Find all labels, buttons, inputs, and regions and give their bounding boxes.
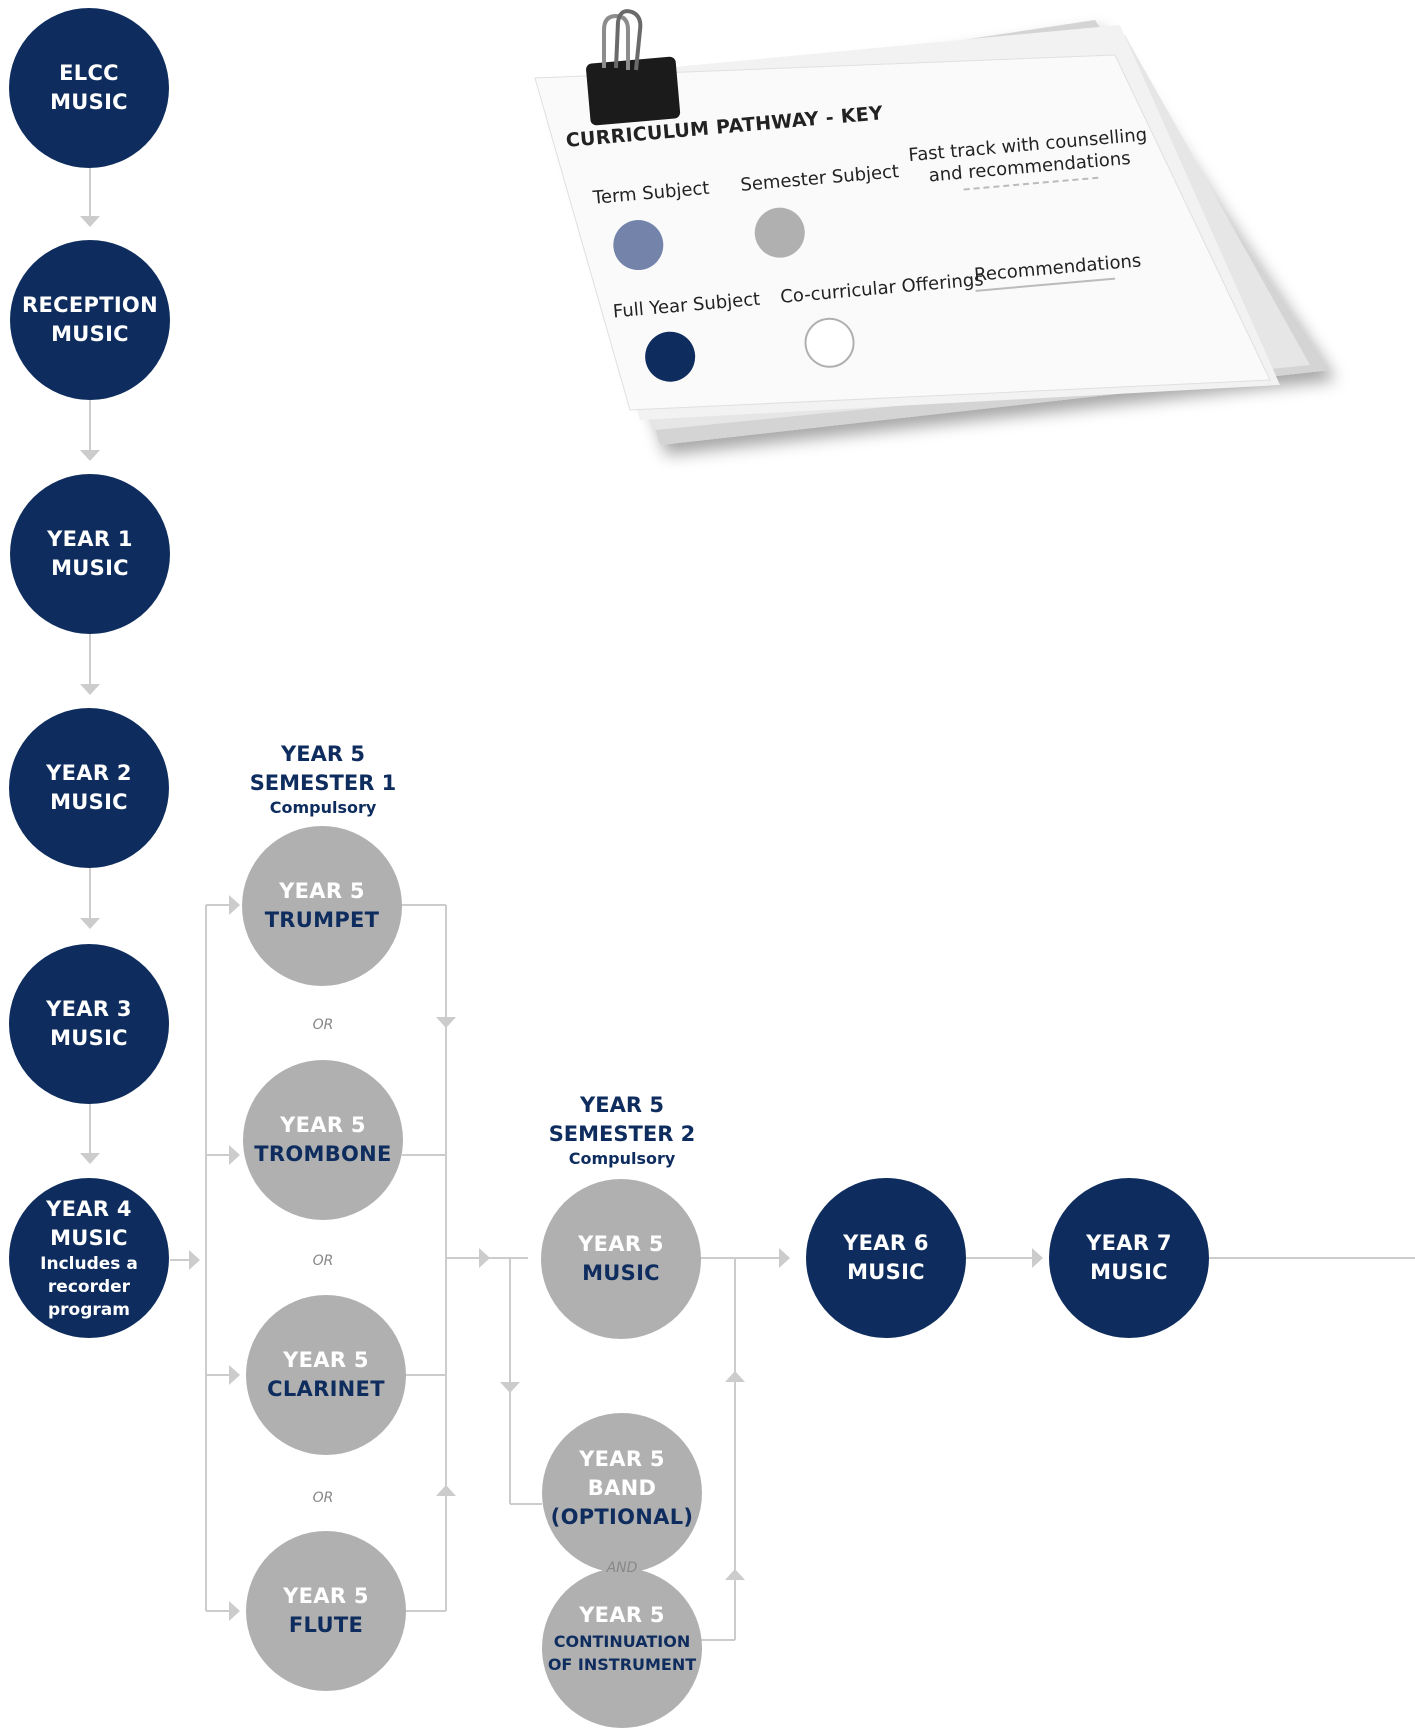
year5-band-node: YEAR 5 BAND (OPTIONAL) bbox=[542, 1413, 702, 1573]
year6-music-node: YEAR 6 MUSIC bbox=[806, 1178, 966, 1338]
year7-music-node: YEAR 7 MUSIC bbox=[1049, 1178, 1209, 1338]
or-label: OR bbox=[312, 1253, 334, 1269]
year5-trombone-node: YEAR 5 TROMBONE bbox=[243, 1060, 403, 1220]
semester2-header: YEAR 5 SEMESTER 2 Compulsory bbox=[548, 1093, 696, 1168]
key-recommendations-label: Recommendations bbox=[973, 250, 1142, 292]
and-label: AND bbox=[606, 1560, 638, 1576]
full-year-subject-dot-icon bbox=[643, 329, 698, 384]
key-co-curricular-label: Co-curricular Offerings bbox=[779, 269, 985, 308]
or-label: OR bbox=[312, 1490, 334, 1506]
binder-clip-icon bbox=[586, 9, 681, 126]
year5-flute-node: YEAR 5 FLUTE bbox=[246, 1531, 406, 1691]
year3-music-node: YEAR 3 MUSIC bbox=[9, 944, 169, 1104]
year5-trumpet-node: YEAR 5 TRUMPET bbox=[242, 826, 402, 986]
year4-music-node: YEAR 4 MUSIC Includes a recorder program bbox=[9, 1178, 169, 1338]
term-subject-dot-icon bbox=[611, 217, 666, 273]
co-curricular-dot-icon bbox=[802, 315, 857, 370]
key-full-year-label: Full Year Subject bbox=[612, 288, 762, 323]
or-label: OR bbox=[312, 1017, 334, 1033]
year5-music-node: YEAR 5 MUSIC bbox=[541, 1179, 701, 1339]
key-semester-label: Semester Subject bbox=[739, 161, 900, 196]
semester1-header: YEAR 5 SEMESTER 1 Compulsory bbox=[249, 742, 397, 817]
reception-music-node: RECEPTION MUSIC bbox=[10, 240, 170, 400]
key-fast-track-label: Fast track with counselling and recommen… bbox=[908, 124, 1151, 195]
semester-subject-dot-icon bbox=[752, 205, 807, 260]
key-card bbox=[534, 9, 1330, 445]
year5-clarinet-node: YEAR 5 CLARINET bbox=[246, 1295, 406, 1455]
year2-music-node: YEAR 2 MUSIC bbox=[9, 708, 169, 868]
key-legend: CURRICULUM PATHWAY - KEY Term Subject Se… bbox=[565, 73, 1239, 429]
year1-music-node: YEAR 1 MUSIC bbox=[10, 474, 170, 634]
elcc-music-node: ELCC MUSIC bbox=[9, 8, 169, 168]
key-term-label: Term Subject bbox=[592, 177, 711, 209]
year5-continuation-node: YEAR 5 CONTINUATION OF INSTRUMENT bbox=[542, 1568, 702, 1728]
